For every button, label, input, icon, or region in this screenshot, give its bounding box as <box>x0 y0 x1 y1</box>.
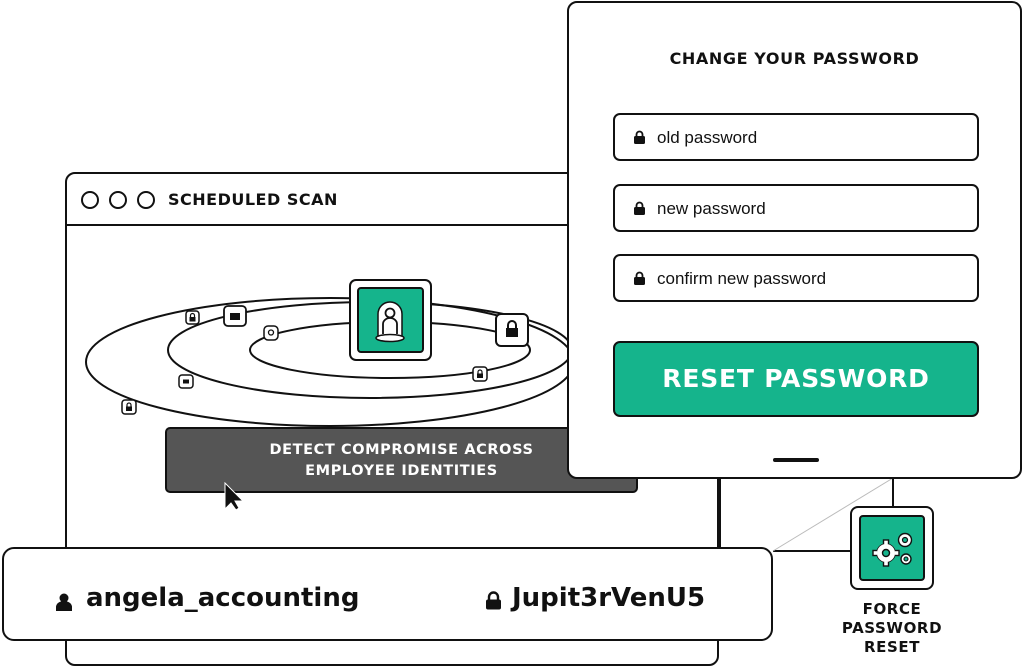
username-text: angela_accounting <box>86 583 360 613</box>
window-dot-2[interactable] <box>109 191 127 209</box>
scan-title: SCHEDULED SCAN <box>168 190 338 209</box>
confirm-password-field[interactable] <box>613 254 979 302</box>
lock-icon <box>634 271 645 285</box>
lock-icon <box>634 130 645 144</box>
banner-line-1: DETECT COMPROMISE ACROSS <box>269 442 534 458</box>
detect-compromise-banner: DETECT COMPROMISE ACROSS EMPLOYEE IDENTI… <box>165 427 638 493</box>
password-text: Jupit3rVenU5 <box>512 583 706 613</box>
change-password-modal: CHANGE YOUR PASSWORD RESET PASSWORD <box>567 1 1022 479</box>
force-label-line-1: FORCE <box>862 600 922 618</box>
old-password-input[interactable] <box>655 125 959 151</box>
old-password-field[interactable] <box>613 113 979 161</box>
force-reset-tile-inner <box>859 515 925 581</box>
credentials-card: angela_accounting Jupit3rVenU5 <box>2 547 773 641</box>
lock-icon <box>634 201 645 215</box>
force-reset-tile[interactable] <box>850 506 934 590</box>
new-password-field[interactable] <box>613 184 979 232</box>
force-label-line-3: RESET <box>863 638 921 656</box>
scan-titlebar: SCHEDULED SCAN <box>67 174 717 226</box>
window-dot-1[interactable] <box>81 191 99 209</box>
home-indicator <box>773 458 819 462</box>
force-label-line-2: PASSWORD <box>841 619 943 637</box>
cursor-icon <box>224 482 245 511</box>
force-reset-label: FORCE PASSWORD RESET <box>829 600 955 657</box>
lock-icon <box>486 591 501 610</box>
user-icon <box>56 593 72 611</box>
new-password-input[interactable] <box>655 196 959 222</box>
gears-icon <box>872 532 913 567</box>
confirm-password-input[interactable] <box>655 266 959 292</box>
modal-title: CHANGE YOUR PASSWORD <box>669 49 920 68</box>
banner-line-2: EMPLOYEE IDENTITIES <box>305 463 498 479</box>
reset-password-button[interactable]: RESET PASSWORD <box>613 341 979 417</box>
window-dot-3[interactable] <box>137 191 155 209</box>
